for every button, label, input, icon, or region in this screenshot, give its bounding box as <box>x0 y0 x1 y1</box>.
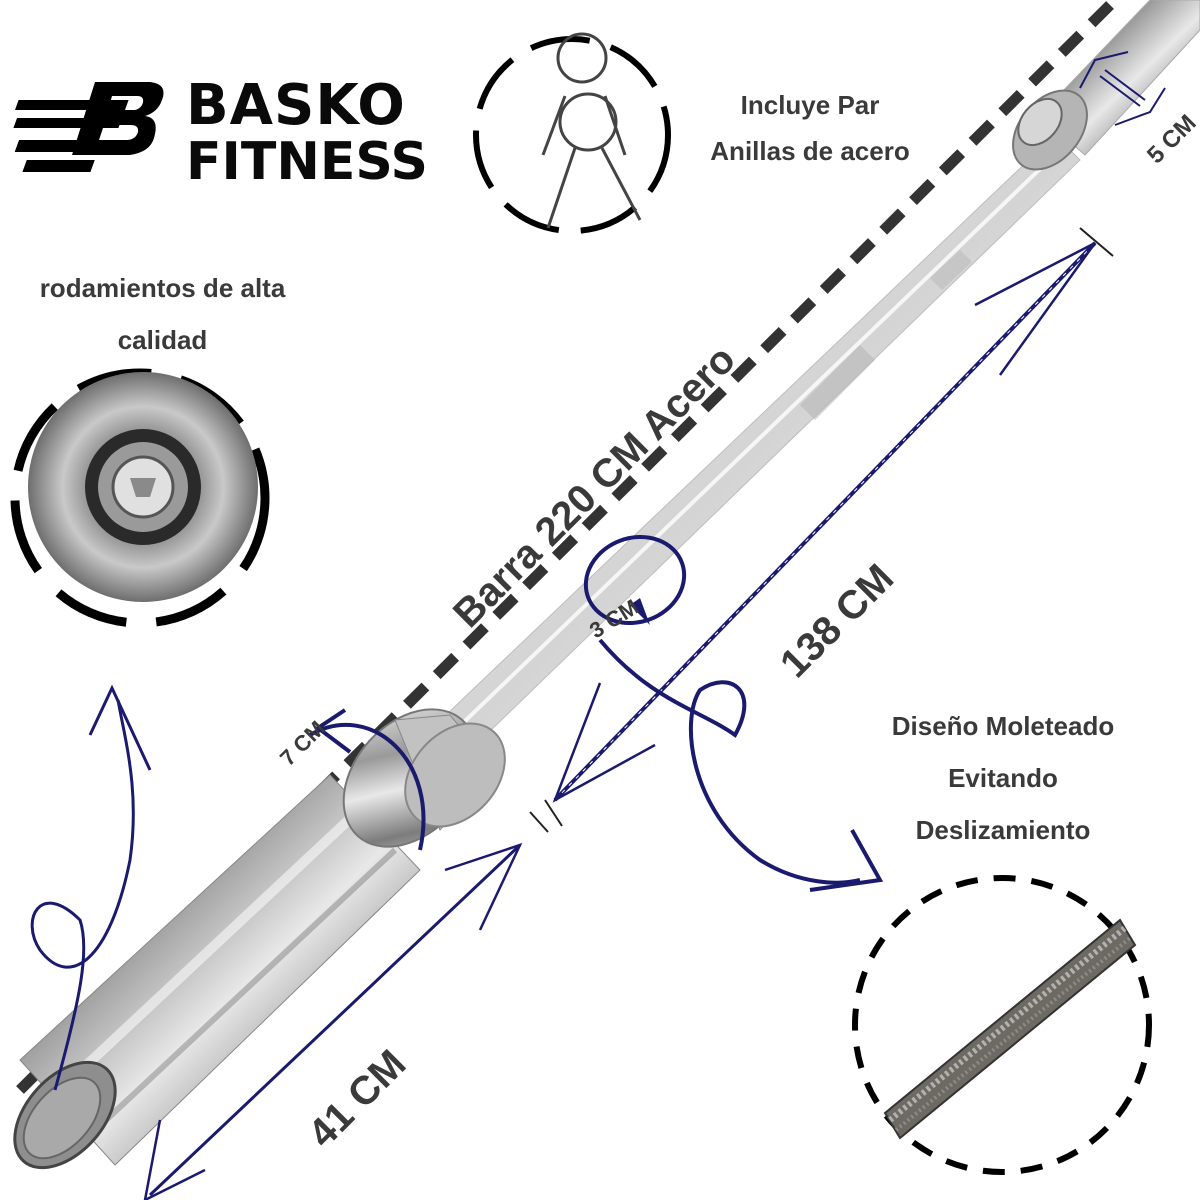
grip-length-annotation <box>529 227 1114 833</box>
collar-arrow-head <box>314 708 352 754</box>
rings-dashed-circle <box>473 36 671 234</box>
bearings-pointer-arrow <box>30 699 135 1091</box>
knurl-dashed-circle <box>852 875 1152 1175</box>
knurl-caption: Diseño Moleteado Evitando Deslizamiento <box>858 700 1148 856</box>
knurl-caption-line-1: Diseño Moleteado <box>891 711 1115 741</box>
collar-diameter-arrow <box>308 722 426 851</box>
sleeve-length-annotation <box>143 842 523 1200</box>
rotation-arrow-head <box>630 598 650 625</box>
brand-line-2: FITNESS <box>186 132 428 192</box>
grip-rotation-arrow <box>583 534 687 626</box>
bearings-caption-line-1: rodamientos de alta <box>39 273 286 303</box>
basko-logo-mark <box>13 82 164 172</box>
sleeve-diameter-annotation <box>1079 51 1166 126</box>
bearing-sleeve-end-photo <box>28 372 258 602</box>
knurl-caption-line-3: Deslizamiento <box>915 815 1091 845</box>
rings-caption-line-1: Incluye Par <box>740 90 880 120</box>
near-sleeve <box>13 708 506 1170</box>
barbell-shaft <box>424 134 1081 766</box>
rings-caption: Incluye Par Anillas de acero <box>690 82 930 174</box>
brand-line-1: BASKO <box>186 73 406 138</box>
bearings-caption: rodamientos de alta calidad <box>0 262 325 366</box>
brand-wordmark: BASKO FITNESS <box>186 73 428 192</box>
far-sleeve <box>1012 0 1200 171</box>
knurl-caption-line-2: Evitando <box>948 763 1058 793</box>
spring-collar-clips-icon <box>541 32 642 229</box>
knurl-arrow-head <box>809 829 884 892</box>
knurl-pointer-arrow <box>598 638 861 885</box>
knurled-grip-photo <box>883 918 1137 1140</box>
rings-caption-line-2: Anillas de acero <box>710 136 910 166</box>
bearings-arrow-head <box>88 684 152 771</box>
bearings-caption-line-2: calidad <box>117 325 208 355</box>
